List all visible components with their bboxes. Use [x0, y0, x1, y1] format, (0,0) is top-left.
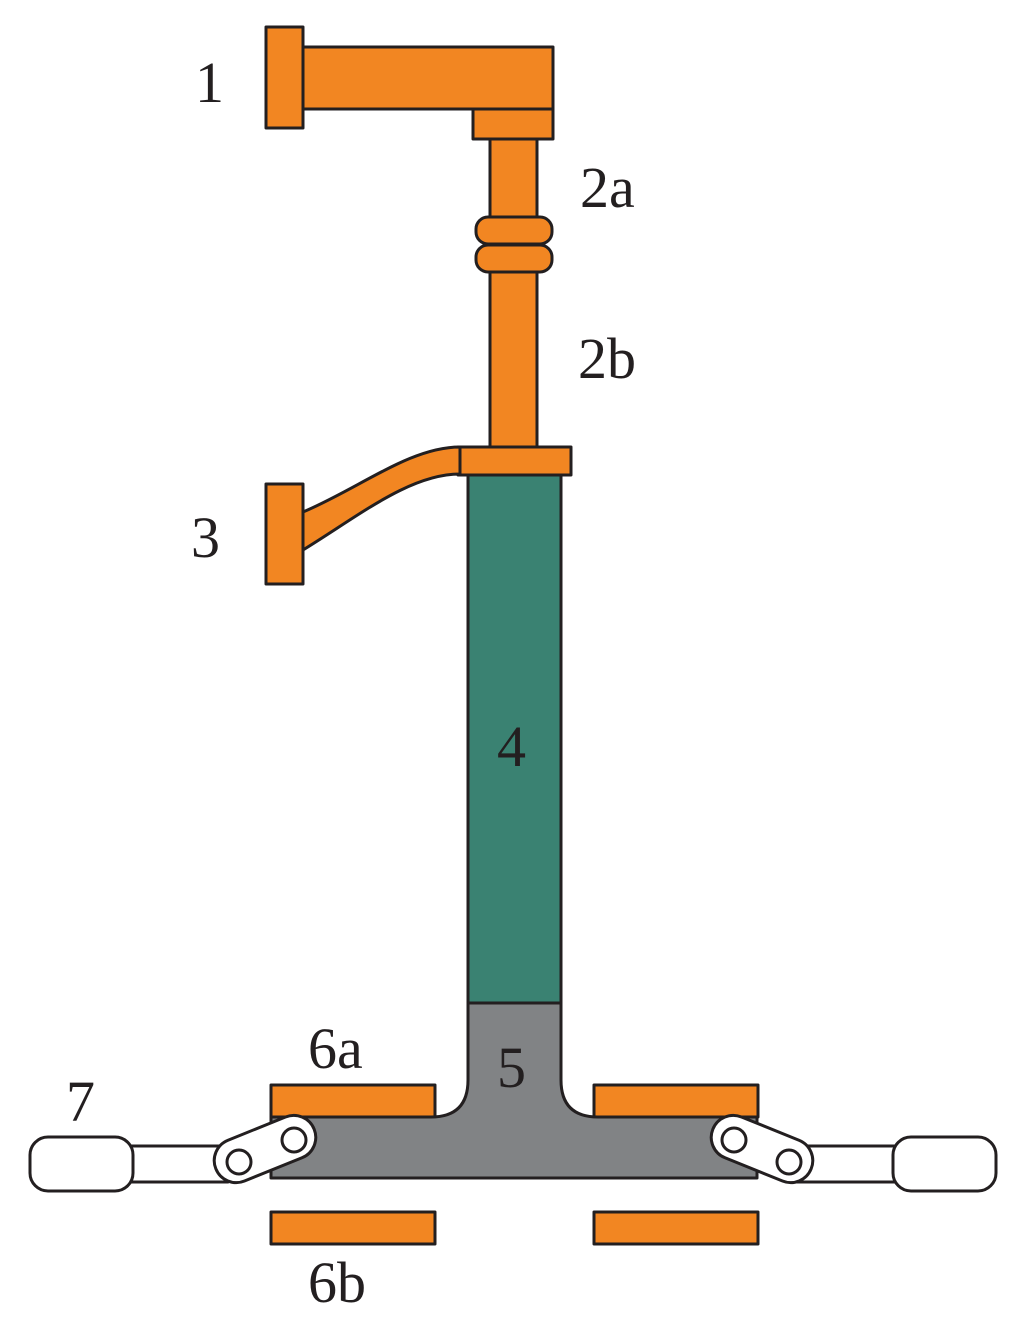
part-6a-right-pad: [592, 1083, 760, 1119]
label-part-2b: 2b: [578, 326, 636, 391]
left-pin-outer: [225, 1148, 253, 1176]
right-handle: [891, 1135, 998, 1193]
part-2-base-flange: [456, 445, 573, 477]
part-6b-right-pad: [592, 1210, 760, 1246]
part-2-coupling-ring-upper: [474, 215, 554, 246]
part-3-curved-arm: [301, 445, 462, 552]
part-5-t-base: [269, 1001, 759, 1180]
part-3-end-plate: [264, 482, 305, 586]
part-6b-left-pad: [269, 1210, 437, 1246]
part-4-body: [466, 473, 563, 1005]
part-2-vertical-column: [456, 137, 573, 477]
label-part-3: 3: [191, 505, 220, 570]
label-part-4: 4: [497, 714, 526, 779]
part-6a-left-pad: [269, 1083, 437, 1119]
label-part-6a: 6a: [308, 1016, 363, 1081]
label-part-1: 1: [195, 50, 224, 115]
part-1-arm: [301, 45, 555, 111]
right-pin-outer: [775, 1148, 803, 1176]
part-1-elbow-block: [471, 107, 555, 141]
part-3-lower-arm: [264, 445, 462, 586]
part-7-right-linkage: [709, 1113, 998, 1193]
left-handle: [28, 1135, 135, 1193]
label-part-6b: 6b: [308, 1250, 366, 1315]
left-pin-inner: [280, 1126, 308, 1154]
part-1-end-plate: [264, 25, 305, 130]
part-6b-lower-pads: [269, 1210, 760, 1246]
part-1-top-arm: [264, 25, 555, 141]
right-pin-inner: [720, 1126, 748, 1154]
part-2b-lower-column: [488, 270, 539, 450]
label-part-2a: 2a: [580, 155, 635, 220]
part-2-coupling-ring-lower: [474, 243, 554, 274]
label-part-7: 7: [66, 1069, 95, 1134]
part-7-left-linkage: [28, 1113, 318, 1193]
label-part-5: 5: [497, 1035, 526, 1100]
part-2a-upper-column: [488, 137, 539, 221]
